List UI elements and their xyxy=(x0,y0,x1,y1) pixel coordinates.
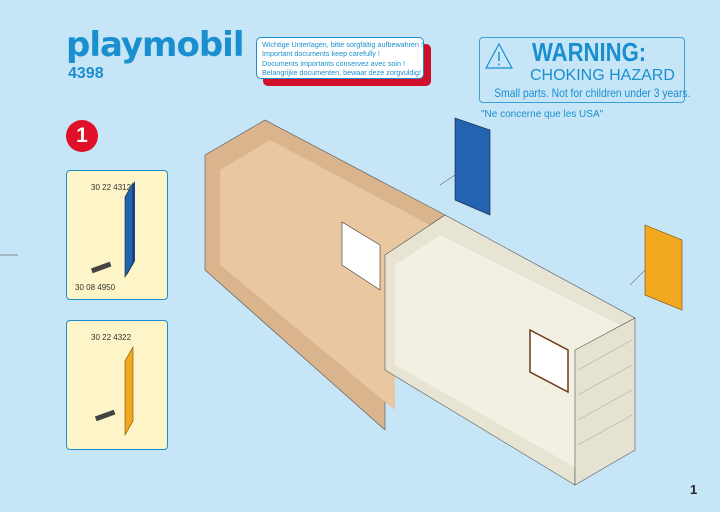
parts-panel-blue-door: 30 22 4312 30 08 4950 xyxy=(66,170,168,300)
choking-warning-box: WARNING: CHOKING HAZARD Small parts. Not… xyxy=(479,37,691,103)
yellow-door-illustration xyxy=(94,345,134,437)
playmobil-logo: playmobil xyxy=(66,25,244,65)
warning-triangle-icon xyxy=(484,42,514,69)
part-code: 30 22 4312 xyxy=(91,183,132,192)
usa-note: "Ne concerne que les USA" xyxy=(481,109,604,120)
notice-line: Important documents keep carefully ! xyxy=(262,49,380,59)
step-number: 1 xyxy=(66,120,98,152)
model-number: 4398 xyxy=(68,65,104,82)
keep-documents-notice: Wichtige Unterlagen, bitte sorgfältig au… xyxy=(256,37,424,79)
notice-line: Documents importants conservez avec soin… xyxy=(262,58,406,68)
part-code: 30 22 4322 xyxy=(91,333,132,342)
warning-subtitle: CHOKING HAZARD xyxy=(530,67,675,84)
parts-panel-yellow-door: 30 22 4322 xyxy=(66,320,168,450)
blue-door-illustration xyxy=(90,181,135,279)
warning-title: WARNING: xyxy=(532,37,647,67)
part-code: 30 08 4950 xyxy=(75,283,116,292)
notice-line: Wichtige Unterlagen, bitte sorgfältig au… xyxy=(262,40,424,49)
notice-line: Belangrijke documenten, bewaar deze zorg… xyxy=(262,68,422,78)
warning-text: Small parts. Not for children under 3 ye… xyxy=(494,86,691,100)
page-number: 1 xyxy=(690,482,698,497)
